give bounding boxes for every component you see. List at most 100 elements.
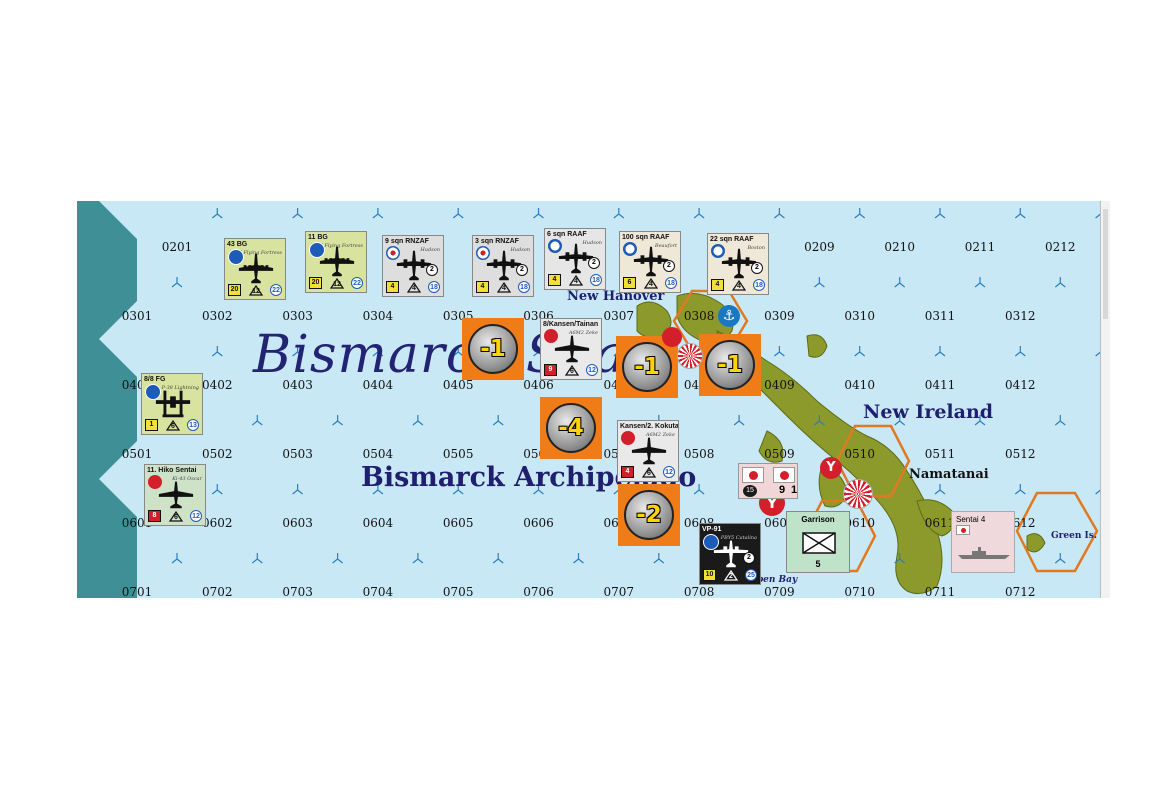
modifier-marker[interactable]: -1 xyxy=(462,318,524,380)
sea-hex-mark xyxy=(854,208,866,219)
sea-hex-mark xyxy=(854,346,866,357)
counter-title: 22 sqn RAAF xyxy=(710,236,754,243)
garrison-counter[interactable]: Garrison 5 xyxy=(786,511,850,573)
sea-hex-mark xyxy=(251,553,263,564)
base-top-value: 15 xyxy=(743,485,757,497)
hex-number: 0605 xyxy=(442,516,474,530)
modifier-marker[interactable]: -1 xyxy=(699,334,761,396)
hex-number: 0403 xyxy=(282,378,313,392)
hex-number: 0610 xyxy=(844,516,875,530)
game-map[interactable]: 0201020202030204020502060207020802090210… xyxy=(77,201,1107,598)
hex-number: 0301 xyxy=(121,309,153,323)
sea-hex-mark xyxy=(292,484,303,495)
counter-endurance-value: 22 xyxy=(351,277,363,289)
counter-defense-value: 6 xyxy=(171,423,175,430)
counter-defense-value: 6 xyxy=(174,514,178,521)
counter-attack-value: 2 xyxy=(663,260,675,272)
sea-hex-mark xyxy=(894,553,906,564)
hex-number: 0508 xyxy=(683,447,715,461)
anchor-icon[interactable]: ⚓ xyxy=(718,305,740,327)
open-bay-label: Open Bay xyxy=(749,575,798,585)
counter-defense-value: 4 xyxy=(649,281,653,288)
counter-defense-value: 6 xyxy=(570,368,574,375)
base-right-value: 1 xyxy=(791,484,798,496)
twin-engine-bomber-icon xyxy=(633,246,669,277)
sea-hex-mark xyxy=(211,208,223,219)
counter-endurance-value: 18 xyxy=(665,277,677,289)
sea-hex-mark xyxy=(934,208,946,219)
counter-range-value: 10 xyxy=(703,569,716,581)
namatanai-label: Namatanai xyxy=(909,467,989,482)
japanese-flag-icon xyxy=(773,467,795,483)
counter-endurance-value: 25 xyxy=(745,569,757,581)
counter-title: 6 sqn RAAF xyxy=(547,231,587,238)
counter-endurance-value: 12 xyxy=(190,510,202,522)
sentai-4-counter[interactable]: Sentai 4 xyxy=(951,511,1015,573)
hex-number: 0707 xyxy=(603,585,635,598)
nation-roundel-icon xyxy=(309,242,325,258)
counter-subtitle: Hudson xyxy=(420,247,440,253)
hex-number: 0709 xyxy=(764,585,795,598)
counter-subtitle: Beaufort xyxy=(654,243,677,249)
counter-defense-value: 4 xyxy=(574,278,578,285)
hex-number: 0405 xyxy=(442,378,474,392)
japanese-flag-icon xyxy=(956,525,970,535)
marker-disc xyxy=(468,324,518,374)
hex-number: 0503 xyxy=(282,447,313,461)
triangle-icon xyxy=(732,280,746,291)
scrollbar[interactable] xyxy=(1100,201,1110,598)
counter-title: 43 BG xyxy=(227,241,248,248)
hex-number: 0402 xyxy=(202,378,233,392)
marker-disc xyxy=(622,342,672,392)
hex-number: 0209 xyxy=(804,240,835,254)
hex-number: 0311 xyxy=(924,309,956,323)
sea-hex-mark xyxy=(533,208,544,219)
sea-hex-mark xyxy=(693,208,705,219)
counter-range-value: 8 xyxy=(148,510,161,522)
counter-endurance-value: 18 xyxy=(428,281,440,293)
counter-range-value: 4 xyxy=(711,279,724,291)
counter-range-value: 1 xyxy=(145,419,158,431)
garrison-title: Garrison xyxy=(801,515,835,524)
scrollbar-thumb[interactable] xyxy=(1103,209,1108,319)
nation-roundel-icon xyxy=(476,246,490,260)
triangle-icon xyxy=(249,285,263,296)
sea-hex-mark xyxy=(332,415,343,426)
hex-number: 0501 xyxy=(121,447,153,461)
four-engine-bomber-icon xyxy=(238,253,274,284)
sea-hex-mark xyxy=(171,553,183,564)
modifier-marker[interactable]: -2 xyxy=(618,484,680,546)
counter-title: 8/Kansen/Tainan xyxy=(543,321,599,328)
triangle-icon xyxy=(642,467,656,478)
counter-title: 8/8 FG xyxy=(144,376,166,383)
counter-range-value: 20 xyxy=(228,284,241,296)
counter-attack-value: 2 xyxy=(588,257,600,269)
sea-hex-mark xyxy=(814,415,825,426)
hex-number: 0702 xyxy=(202,585,233,598)
sea-hex-mark xyxy=(774,346,785,357)
counter-defense-value: 4 xyxy=(502,285,506,292)
modifier-marker[interactable]: -4 xyxy=(540,397,602,459)
marker-disc xyxy=(546,403,596,453)
modifier-marker[interactable]: -1 xyxy=(616,336,678,398)
airfield-icon[interactable]: Y xyxy=(820,457,842,479)
four-engine-bomber-icon xyxy=(319,246,355,277)
counter-range-value: 6 xyxy=(623,277,636,289)
sea-hex-mark xyxy=(1014,346,1026,357)
triangle-icon xyxy=(724,570,738,581)
base-stack-counter[interactable]: 15 9 1 xyxy=(738,463,798,499)
rising-sun-icon xyxy=(677,343,703,369)
counter-endurance-value: 18 xyxy=(518,281,530,293)
